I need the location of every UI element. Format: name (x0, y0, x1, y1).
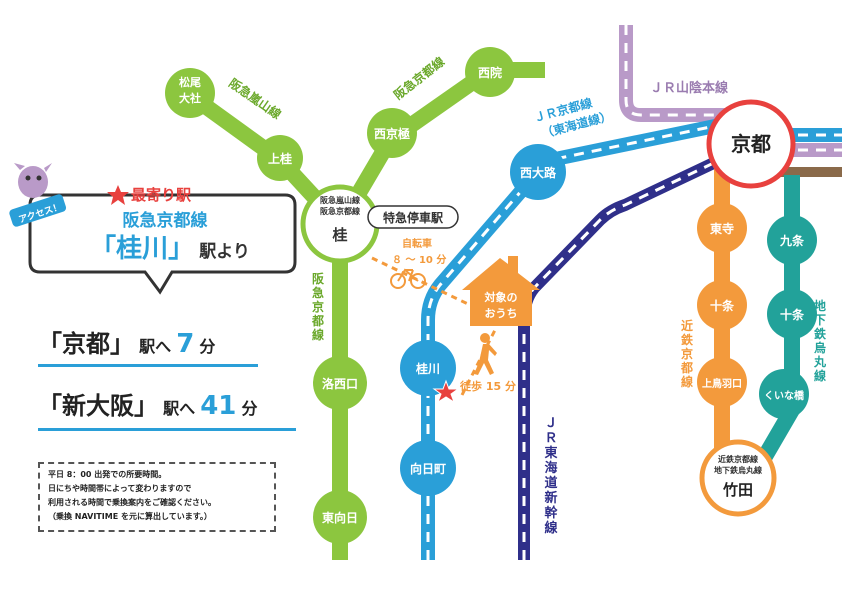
access-bubble (9, 163, 297, 295)
station-kuinabashi[interactable]: くいな橋 (759, 369, 809, 419)
station-nishioji-label: 西大路 (520, 165, 557, 180)
station-takeda[interactable]: 近鉄京都線 地下鉄烏丸線 竹田 (699, 439, 777, 517)
time-suffix: 駅へ (139, 337, 172, 356)
time-row-shinosaka: 「新大阪」 駅へ 41 分 (38, 386, 296, 431)
access-line-name: 阪急京都線 (122, 211, 208, 231)
station-kamikatsura-label: 上桂 (268, 151, 292, 166)
line-label-subway: 地下鉄烏丸線 (813, 298, 827, 383)
station-katsuragawa[interactable]: 桂川 (400, 340, 456, 396)
station-kamitobahaguchi[interactable]: 上鳥羽口 (697, 357, 747, 407)
time-row-kyoto: 「京都」 駅へ 7 分 (38, 324, 258, 367)
station-matsuo-label-1: 松尾 (179, 75, 201, 89)
station-nishioji[interactable]: 西大路 (510, 144, 566, 200)
station-saiin[interactable]: 西院 (465, 47, 515, 97)
station-katsura-line-1: 阪急嵐山線 (320, 195, 360, 205)
nearest-station-label: 最寄り駅 (131, 186, 192, 204)
station-rakusaiguchi[interactable]: 洛西口 (313, 356, 367, 410)
time-dest: 「新大阪」 (38, 392, 158, 420)
station-mukomachi-label: 向日町 (410, 461, 446, 476)
station-takeda-line-1: 近鉄京都線 (718, 454, 758, 464)
walk-route (460, 329, 497, 396)
nearest-station-star-icon (432, 379, 460, 404)
walk-label: 徒歩 15 分 (459, 379, 516, 393)
station-katsura-line-2: 阪急京都線 (320, 206, 360, 216)
star-icon (107, 185, 129, 205)
station-takeda-label: 竹田 (722, 481, 753, 499)
line-label-hankyu-kyoto-vertical: 阪急京都線 (311, 272, 325, 342)
station-katsuragawa-label: 桂川 (415, 361, 440, 376)
bicycle-icon (390, 268, 426, 289)
access-panel: アクセス！ 最寄り駅 阪急京都線 「桂川」 駅より 「京都」 駅へ 7 分 「新… (0, 0, 300, 595)
station-saiin-label: 西院 (478, 65, 502, 80)
station-nishikyogoku-label: 西京極 (374, 126, 410, 141)
bike-route (371, 256, 471, 307)
time-unit: 分 (241, 399, 258, 418)
express-stop-label: 特急停車駅 (383, 210, 444, 225)
station-jujo-subway[interactable]: 十条 (767, 289, 817, 339)
station-kyoto-label: 京都 (731, 132, 771, 156)
station-rakusaiguchi-label: 洛西口 (322, 376, 358, 391)
bike-label: 自転車 (402, 237, 432, 250)
time-minutes: 41 (200, 391, 237, 421)
station-kyoto[interactable]: 京都 (706, 99, 796, 189)
station-matsuo-label-2: 大社 (179, 91, 201, 105)
mascot-icon (14, 163, 52, 198)
line-label-hankyu-kyoto: 阪急京都線 (391, 54, 448, 103)
station-takeda-line-2: 地下鉄烏丸線 (714, 465, 762, 475)
express-stop-badge: 特急停車駅 (367, 205, 459, 229)
access-tag (9, 194, 67, 227)
station-kamikatsura[interactable]: 上桂 (257, 135, 303, 181)
station-katsura[interactable]: 阪急嵐山線 阪急京都線 桂 (300, 184, 380, 264)
walker-icon (474, 333, 497, 375)
bike-time-label: ８ ～ 10 分 (392, 253, 446, 266)
station-jujo-subway-label: 十条 (780, 307, 805, 322)
station-toji-label: 東寺 (710, 221, 734, 236)
access-station: 「桂川」 (90, 234, 195, 264)
station-mukomachi[interactable]: 向日町 (400, 440, 456, 496)
line-label-jr-sanin: ＪＲ山陰本線 (650, 80, 729, 96)
station-toji[interactable]: 東寺 (697, 203, 747, 253)
access-station-suffix: 駅より (199, 242, 250, 262)
station-kujo[interactable]: 九条 (767, 215, 817, 265)
station-matsuo[interactable]: 松尾 大社 (165, 68, 215, 118)
station-nishikyogoku[interactable]: 西京極 (367, 108, 417, 158)
note-line: 平日 8：00 出発での所要時間。 (48, 470, 167, 479)
line-label-jr-shinkansen: ＪＲ東海道新幹線 (544, 416, 558, 536)
note-line: 利用される時間で乗換案内をご確認ください。 (48, 498, 216, 507)
station-jujo-kintetsu[interactable]: 十条 (697, 280, 747, 330)
station-kamitobahaguchi-label: 上鳥羽口 (702, 377, 742, 390)
station-kuinabashi-label: くいな橋 (764, 389, 805, 402)
line-label-kintetsu: 近鉄京都線 (680, 318, 693, 389)
station-higashimuko-label: 東向日 (322, 510, 358, 525)
home-label-1: 対象の (484, 290, 518, 304)
station-katsura-label: 桂 (331, 226, 347, 244)
home-label-2: おうち (485, 307, 518, 320)
time-minutes: 7 (176, 329, 195, 359)
station-higashimuko[interactable]: 東向日 (313, 490, 367, 544)
station-kujo-label: 九条 (779, 233, 805, 248)
station-jujo-kintetsu-label: 十条 (710, 298, 735, 313)
time-dest: 「京都」 (38, 330, 134, 358)
access-station-row: 「桂川」 駅より (60, 228, 280, 265)
note-line: 日にちや時間帯によって変わりますので (48, 484, 192, 493)
note-line: （乗換 NAVITIME を元に算出しています。） (48, 512, 212, 521)
home-icon: 対象の おうち (462, 256, 540, 326)
time-unit: 分 (199, 337, 216, 356)
time-suffix: 駅へ (163, 399, 196, 418)
note-box: 平日 8：00 出発での所要時間。 日にちや時間帯によって変わりますので 利用さ… (38, 462, 276, 532)
